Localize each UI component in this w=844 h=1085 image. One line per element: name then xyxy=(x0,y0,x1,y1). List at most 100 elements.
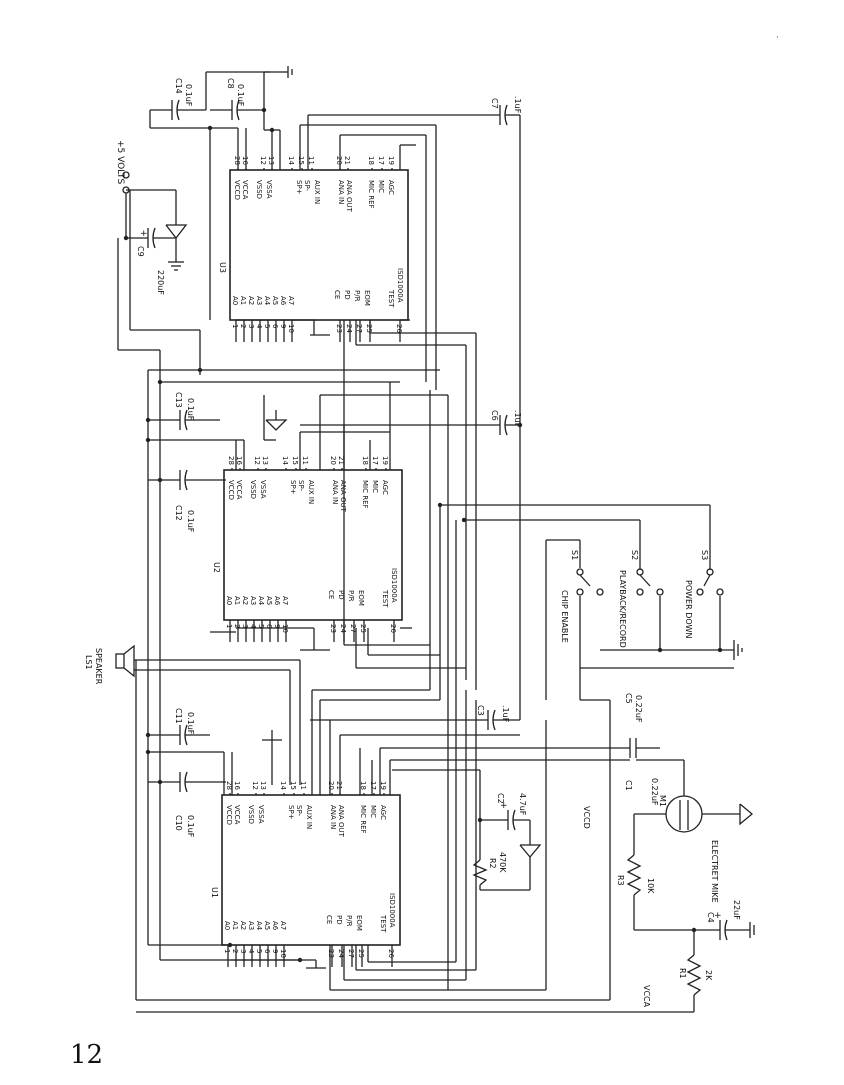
s2-ref: S2 xyxy=(630,550,639,560)
capacitor-c6: C6 .1uF xyxy=(300,410,522,436)
pin-number: 25 xyxy=(365,324,373,333)
pin-number: 13 xyxy=(267,156,275,165)
capacitor-c8: C8 0.1uF xyxy=(210,66,293,130)
pin-label: A0 xyxy=(231,296,239,305)
pin-number: 26 xyxy=(395,324,403,333)
r3-ref: R3 xyxy=(616,875,625,886)
pin-label: VSSD xyxy=(249,480,257,499)
pin-label: A2 xyxy=(247,296,255,305)
capacitor-c7: C7 .1uF xyxy=(308,96,522,720)
pin-number: 28 xyxy=(227,456,235,465)
power-input: +5 VOLTS xyxy=(115,140,188,240)
pin-number: 1 xyxy=(223,949,231,953)
pin-label: PD xyxy=(335,915,343,925)
c9-polarity: + xyxy=(140,229,148,239)
pin-number: 14 xyxy=(287,156,295,165)
s1-ref: S1 xyxy=(570,550,579,560)
c11-value: 0.1uF xyxy=(186,712,195,735)
capacitor-c10: C10 0.1uF xyxy=(148,771,226,838)
pin-label: MIC xyxy=(369,805,377,818)
r3-value: 10K xyxy=(646,878,655,894)
c10-ref: C10 xyxy=(174,815,183,831)
pin-label: SP- xyxy=(295,805,303,817)
switch-s2: S2 PLAYBACK/RECORD xyxy=(618,550,664,648)
pin-number: 6 xyxy=(263,949,271,954)
c8-ref: C8 xyxy=(226,78,235,89)
capacitor-c12: C12 0.1uF xyxy=(148,469,226,533)
pin-number: 20 xyxy=(335,156,343,165)
c6-ref: C6 xyxy=(490,410,499,421)
c9-value: 220uF xyxy=(156,270,165,295)
c3-ref: C3 xyxy=(476,705,485,716)
pin-label: VCCA xyxy=(233,805,241,825)
pin-label: A3 xyxy=(255,296,263,305)
switch-s1: S1 CHIP ENABLE xyxy=(560,550,604,643)
c5-value: 0.22uF xyxy=(634,695,643,723)
pin-number: 17 xyxy=(377,156,385,165)
pin-number: 16 xyxy=(235,456,243,465)
resistor-r3: R3 10K xyxy=(616,854,694,931)
capacitor-c11: C11 0.1uF xyxy=(148,708,224,753)
pin-label: PD xyxy=(343,290,351,300)
c9-ref: C9 xyxy=(136,246,145,257)
r1-value: 2K xyxy=(704,970,713,981)
pin-number: 12 xyxy=(253,456,261,465)
pin-number: 15 xyxy=(297,156,305,165)
pin-number: 27 xyxy=(349,624,357,633)
pin-label: A7 xyxy=(279,921,287,930)
pin-label: A0 xyxy=(225,596,233,605)
c10-value: 0.1uF xyxy=(186,815,195,838)
pin-label: SP+ xyxy=(295,180,303,195)
pin-number: 11 xyxy=(301,456,309,465)
c13-value: 0.1uF xyxy=(186,398,195,421)
pin-label: CE xyxy=(327,590,335,599)
pin-number: 16 xyxy=(233,781,241,790)
ground-u2 xyxy=(263,395,288,441)
pin-label: VSSD xyxy=(247,805,255,824)
pin-number: 25 xyxy=(357,949,365,958)
c14-ref: C14 xyxy=(174,78,183,94)
pin-number: 3 xyxy=(241,624,249,628)
pin-number: 23 xyxy=(329,624,337,633)
chip-ref: U3 xyxy=(218,262,227,273)
pin-label: MIC xyxy=(377,180,385,193)
pin-number: 20 xyxy=(329,456,337,465)
pin-number: 27 xyxy=(347,949,355,958)
m1-ref: M1 xyxy=(658,795,667,807)
pin-label: VSSA xyxy=(265,180,273,199)
pin-label: PD xyxy=(337,590,345,600)
pin-label: VCCA xyxy=(235,480,243,500)
capacitor-c5: C5 0.22uF xyxy=(380,693,660,758)
chip-part: ISD1000A xyxy=(390,568,398,603)
vccd-label: VCCD xyxy=(582,806,591,829)
r2-ref: R2 xyxy=(488,858,497,869)
pin-label: VSSD xyxy=(255,180,263,199)
pin-number: 19 xyxy=(387,156,395,165)
pin-label: MIC REF xyxy=(361,480,369,509)
pin-label: TEST xyxy=(387,289,395,308)
pin-number: 21 xyxy=(343,156,351,165)
pin-number: 26 xyxy=(389,624,397,633)
pin-label: CE xyxy=(325,915,333,924)
pin-number: 12 xyxy=(251,781,259,790)
speaker-ls1: LS1 SPEAKER xyxy=(84,644,301,785)
pin-label: A6 xyxy=(271,921,279,931)
pin-label: VCCD xyxy=(225,805,233,825)
chip-part: ISD1000A xyxy=(388,893,396,928)
resistor-r1: R1 2K xyxy=(136,930,713,1013)
pin-label: A3 xyxy=(249,596,257,605)
pin-label: EOM xyxy=(363,290,371,306)
pin-label: A5 xyxy=(271,296,279,305)
pin-number: 2 xyxy=(239,324,247,328)
pin-label: TEST xyxy=(379,914,387,933)
pin-number: 12 xyxy=(259,156,267,165)
pin-label: VSSA xyxy=(257,805,265,824)
ls1-ref: LS1 xyxy=(84,655,93,670)
pin-label: SP+ xyxy=(289,480,297,495)
pin-label: A7 xyxy=(287,296,295,305)
pin-number: 6 xyxy=(271,324,279,329)
pin-label: SP- xyxy=(297,480,305,492)
c11-ref: C11 xyxy=(174,708,183,724)
